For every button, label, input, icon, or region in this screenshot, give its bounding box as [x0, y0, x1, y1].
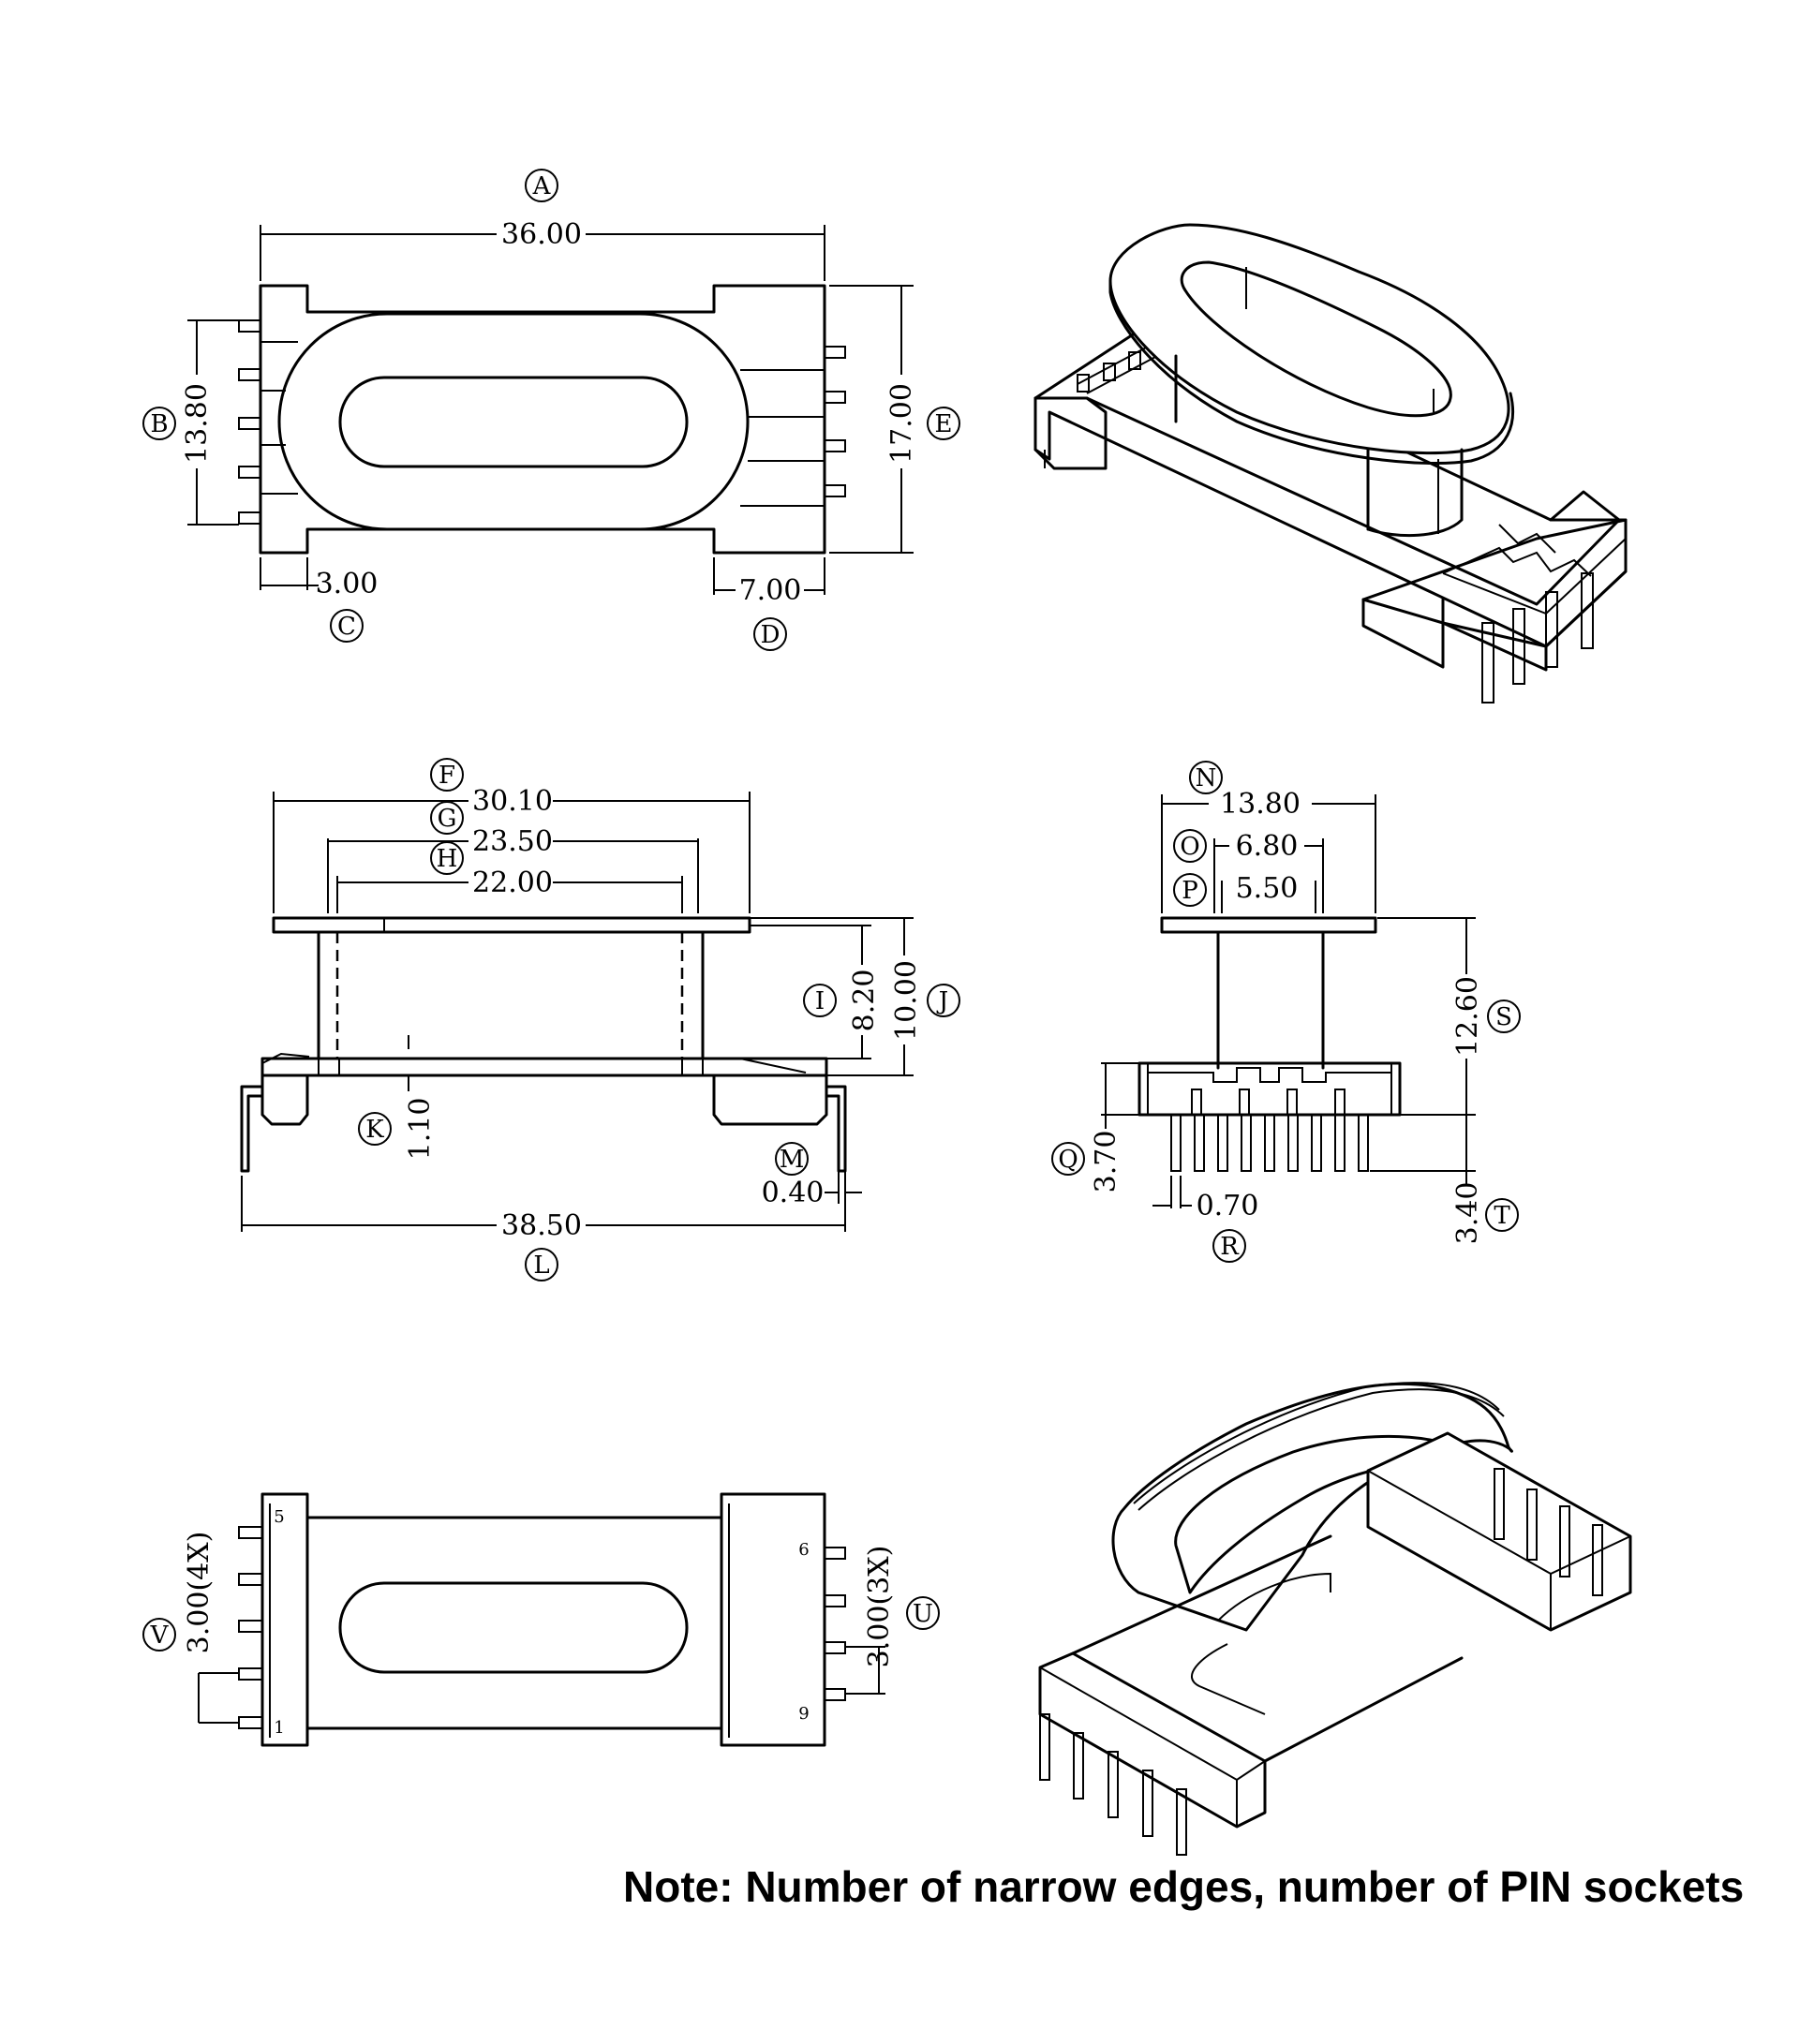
right-end-block [720, 1492, 826, 1747]
iso2-upper-pins [1494, 1468, 1603, 1596]
dim-f-value: 30.10 [472, 785, 553, 818]
winding-oval [277, 312, 750, 531]
bottom-right-pins [824, 1547, 846, 1701]
dim-g-letter: G [438, 805, 457, 833]
dim-h-value: 22.00 [472, 866, 553, 899]
dim-m-letter: M [780, 1146, 805, 1174]
dim-k-value: 1.10 [404, 1098, 437, 1161]
dim-p-value: 5.50 [1236, 872, 1299, 905]
dim-v-value: 3.00(4X) [183, 1532, 216, 1654]
side-lower-pins [1170, 1114, 1369, 1172]
dim-q-value: 3.70 [1090, 1131, 1123, 1193]
pin-number-1: 1 [274, 1718, 284, 1738]
dim-d-value: 7.00 [739, 574, 802, 607]
dim-n-value: 13.80 [1220, 788, 1301, 821]
dim-a-letter: A [532, 172, 552, 200]
bottom-core-window [338, 1581, 689, 1674]
note-text: Note: Number of narrow edges, number of … [623, 1862, 1744, 1911]
dim-d-letter: D [761, 621, 781, 649]
dim-f-letter: F [439, 762, 455, 790]
dim-l-letter: L [533, 1252, 549, 1280]
side-upper-pins [1191, 1089, 1346, 1116]
dim-s-letter: S [1495, 1003, 1512, 1031]
dim-s-value: 12.60 [1451, 976, 1484, 1057]
top-view: 36.00 A 13.80 B 3.00 C 7.00 D 17.00 E [142, 169, 960, 651]
dim-m-value: 0.40 [762, 1177, 825, 1209]
dim-o-value: 6.80 [1236, 830, 1299, 863]
side-view: 13.80 N 6.80 O 5.50 P 12.60 S 3.40 T [1051, 761, 1521, 1263]
dim-h-letter: H [437, 845, 458, 873]
dim-v-letter: V [150, 1622, 170, 1650]
dim-r-value: 0.70 [1197, 1190, 1259, 1222]
dim-r-letter: R [1220, 1233, 1240, 1261]
dim-t-letter: T [1494, 1202, 1510, 1230]
dim-c-value: 3.00 [316, 568, 379, 600]
dim-c-letter: C [337, 613, 356, 641]
isometric-view-bottom [1038, 1382, 1632, 1856]
dim-u-value: 3.00(3X) [863, 1546, 896, 1668]
dim-j-letter: J [936, 987, 948, 1015]
dim-g-value: 23.50 [472, 825, 553, 858]
pin-number-5: 5 [274, 1507, 284, 1527]
bottom-view: 5 1 6 9 3.00(4X) V 3.00(3X) U [142, 1492, 940, 1747]
side-top-flange [1160, 916, 1377, 934]
bottom-left-pins [238, 1526, 263, 1729]
dim-t-value: 3.40 [1451, 1182, 1484, 1245]
dim-l-value: 38.50 [501, 1209, 582, 1242]
dim-p-letter: P [1182, 877, 1198, 905]
dim-b-value: 13.80 [181, 383, 214, 464]
iso1-pins [1481, 572, 1594, 704]
pin-number-9: 9 [798, 1704, 809, 1724]
dim-j-value: 10.00 [890, 960, 923, 1041]
core-window [338, 376, 689, 468]
dim-i-value: 8.20 [848, 970, 881, 1032]
dim-e-letter: E [935, 410, 953, 438]
left-pins [238, 319, 298, 525]
dim-i-letter: I [815, 987, 825, 1015]
dim-n-letter: N [1196, 764, 1217, 792]
top-flange [272, 916, 751, 934]
dim-e-value: 17.00 [885, 383, 918, 464]
dim-u-letter: U [913, 1600, 933, 1628]
isometric-view-top [1033, 223, 1628, 704]
side-base [1137, 1061, 1402, 1117]
pin-number-6: 6 [798, 1540, 809, 1560]
dim-o-letter: O [1180, 833, 1199, 861]
dim-b-letter: B [150, 410, 168, 438]
dim-a-value: 36.00 [501, 218, 582, 251]
dim-q-letter: Q [1058, 1146, 1078, 1174]
base [260, 1057, 828, 1077]
iso2-lower-pins [1039, 1713, 1187, 1856]
front-view: 30.10 F 23.50 G 22.00 H 8.20 I 10.00 J [240, 758, 960, 1281]
dim-k-letter: K [365, 1116, 384, 1144]
right-pins [740, 346, 846, 507]
